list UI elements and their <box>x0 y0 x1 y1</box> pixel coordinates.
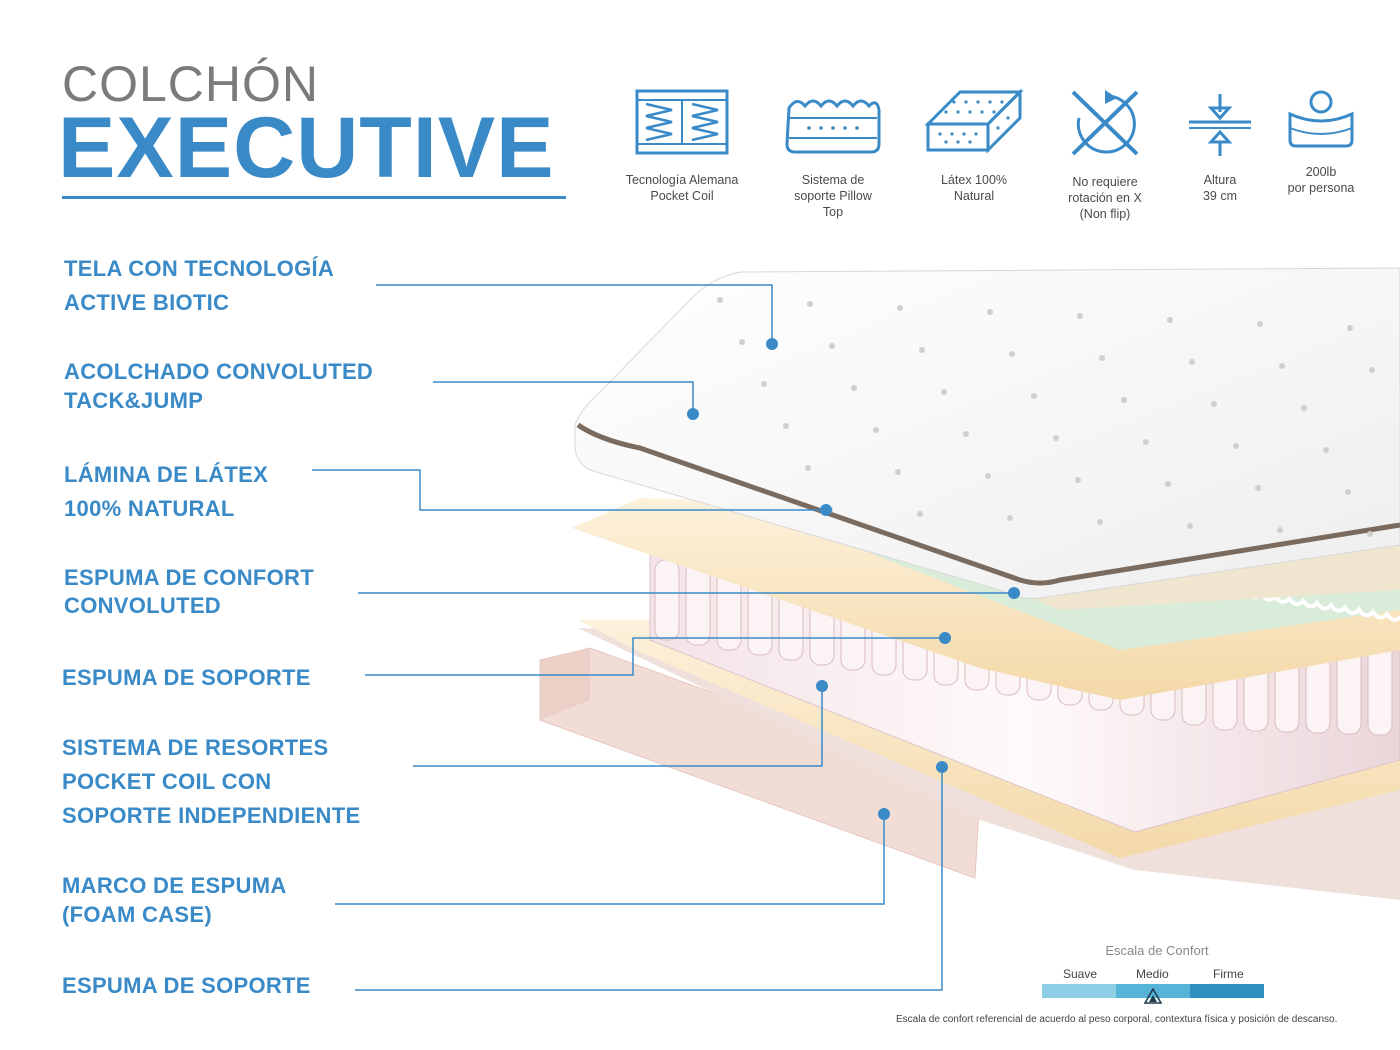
quilt-tuft <box>1097 519 1103 525</box>
quilt-tuft <box>1301 405 1307 411</box>
quilt-tuft <box>941 389 947 395</box>
layer-label-comfort-foam: ESPUMA DE CONFORT CONVOLUTED <box>64 565 314 618</box>
feature-label: No requiere rotación en X (Non flip) <box>1068 175 1142 221</box>
quilt-tuft <box>895 469 901 475</box>
quilt-tuft <box>919 347 925 353</box>
feature-pillow-top: Sistema de soporte Pillow Top <box>768 88 898 220</box>
quilt-tuft <box>1165 481 1171 487</box>
quilt-tuft <box>807 301 813 307</box>
quilt-tuft <box>987 309 993 315</box>
no-flip-icon <box>1071 90 1139 156</box>
layer-label-spring-system: SISTEMA DE RESORTES POCKET COIL CON SOPO… <box>62 735 361 828</box>
layer-label-support-foam: ESPUMA DE SOPORTE <box>62 665 311 690</box>
quilt-tuft <box>1053 435 1059 441</box>
quilt-tuft <box>1257 321 1263 327</box>
comfort-footnote: Escala de confort referencial de acuerdo… <box>896 1014 1338 1025</box>
comfort-segment-medium <box>1116 984 1190 998</box>
quilt-tuft <box>1367 531 1373 537</box>
quilt-tuft <box>829 343 835 349</box>
marker-dot <box>939 632 951 644</box>
quilt-tuft <box>1099 355 1105 361</box>
latex-icon <box>924 88 1024 154</box>
quilt-tuft <box>739 339 745 345</box>
quilt-tuft <box>1369 367 1375 373</box>
quilt-tuft <box>783 423 789 429</box>
height-icon <box>1189 94 1251 156</box>
comfort-segment-soft <box>1042 984 1116 998</box>
product-title: EXECUTIVE <box>58 100 555 196</box>
quilt-tuft <box>1075 477 1081 483</box>
marker-dot <box>936 761 948 773</box>
quilt-tuft <box>1167 317 1173 323</box>
quilt-tuft <box>917 511 923 517</box>
layer-label-foam-case: MARCO DE ESPUMA (FOAM CASE) <box>62 873 287 927</box>
pillow-top-icon <box>785 99 881 154</box>
comfort-scale-title: Escala de Confort <box>1105 943 1209 958</box>
comfort-level-soft: Suave <box>1063 967 1098 981</box>
marker-dot <box>820 504 832 516</box>
quilt-tufts <box>717 297 1375 537</box>
feature-label: Tecnología Alemana Pocket Coil <box>625 173 739 203</box>
feature-height: Altura 39 cm <box>1155 88 1285 204</box>
weight-icon <box>1288 90 1354 148</box>
marker-dot <box>878 808 890 820</box>
feature-no-flip: No requiere rotación en X (Non flip) <box>1040 88 1170 222</box>
comfort-level-medium: Medio <box>1136 967 1169 981</box>
mattress-cutaway-image <box>539 267 1400 900</box>
quilt-tuft <box>963 431 969 437</box>
feature-label: Altura 39 cm <box>1202 173 1238 203</box>
feature-label: 200lb por persona <box>1287 165 1355 195</box>
quilt-tuft <box>897 305 903 311</box>
comfort-scale-bar <box>1042 984 1264 998</box>
comfort-segment-firm <box>1190 984 1264 998</box>
feature-pocket-coil: Tecnología Alemana Pocket Coil <box>617 88 747 204</box>
feature-weight: 200lb por persona <box>1256 88 1386 196</box>
quilt-tuft <box>873 427 879 433</box>
quilt-tuft <box>985 473 991 479</box>
quilt-tuft <box>805 465 811 471</box>
quilt-tuft <box>1279 363 1285 369</box>
pocket-coil-icon <box>635 89 729 155</box>
quilt-tuft <box>761 381 767 387</box>
title-divider <box>62 196 566 199</box>
quilt-tuft <box>1007 515 1013 521</box>
quilt-tuft <box>1121 397 1127 403</box>
layer-label-latex: LÁMINA DE LÁTEX 100% NATURAL <box>64 462 269 521</box>
layer-label-fabric: TELA CON TECNOLOGÍA ACTIVE BIOTIC <box>64 256 335 315</box>
marker-dot <box>816 680 828 692</box>
quilt-tuft <box>1211 401 1217 407</box>
quilt-tuft <box>1187 523 1193 529</box>
marker-dot <box>766 338 778 350</box>
quilt-tuft <box>1255 485 1261 491</box>
quilt-tuft <box>1277 527 1283 533</box>
quilt-tuft <box>851 385 857 391</box>
quilt-tuft <box>1323 447 1329 453</box>
layer-label-bottom-support-foam: ESPUMA DE SOPORTE <box>62 973 311 998</box>
quilt-tuft <box>1189 359 1195 365</box>
quilt-tuft <box>1345 489 1351 495</box>
quilt-tuft <box>1009 351 1015 357</box>
feature-label: Látex 100% Natural <box>940 173 1008 203</box>
feature-label: Sistema de soporte Pillow Top <box>794 173 872 219</box>
product-subtitle: COLCHÓN <box>62 56 320 112</box>
comfort-level-firm: Firme <box>1213 967 1244 981</box>
feature-latex: Látex 100% Natural <box>909 88 1039 204</box>
quilt-tuft <box>1143 439 1149 445</box>
comfort-indicator-icon <box>1144 988 1162 1004</box>
marker-dot <box>1008 587 1020 599</box>
quilt-tuft <box>1347 325 1353 331</box>
quilt-tuft <box>717 297 723 303</box>
layer-label-quilting: ACOLCHADO CONVOLUTED TACK&JUMP <box>64 359 374 413</box>
marker-dot <box>687 408 699 420</box>
quilt-tuft <box>1233 443 1239 449</box>
quilt-tuft <box>1031 393 1037 399</box>
quilt-tuft <box>1077 313 1083 319</box>
